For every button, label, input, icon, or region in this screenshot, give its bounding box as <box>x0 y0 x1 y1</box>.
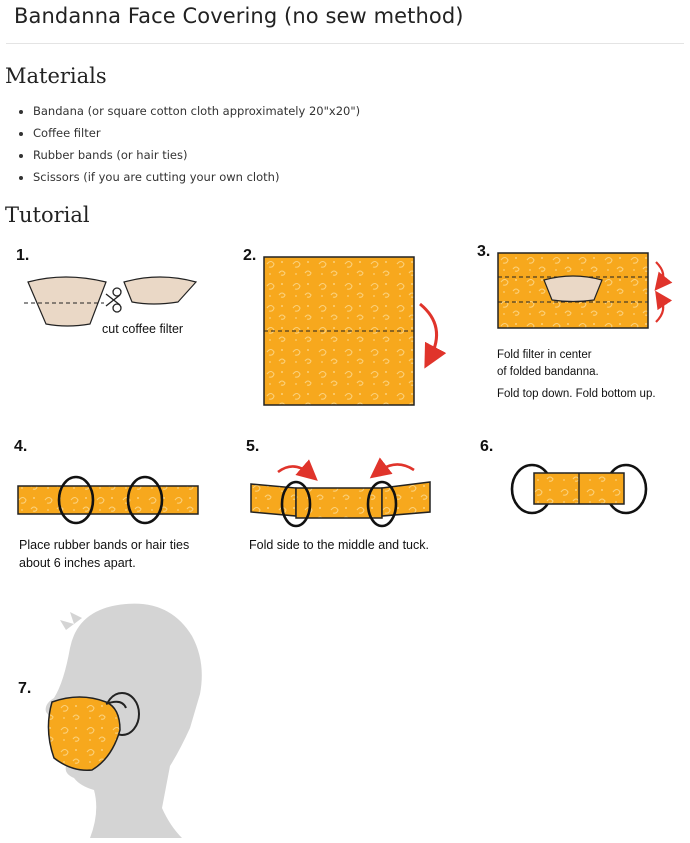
list-item: Rubber bands (or hair ties) <box>33 144 360 166</box>
materials-heading: Materials <box>5 64 107 88</box>
fold-bottom-arrow-icon <box>656 298 663 322</box>
step-6-number: 6. <box>480 438 493 456</box>
step-1-number: 1. <box>16 247 29 265</box>
step-3-caption-line-1: Fold filter in center <box>497 347 592 364</box>
step-3-caption-line-3: Fold top down. Fold bottom up. <box>497 386 656 403</box>
list-item: Scissors (if you are cutting your own cl… <box>33 166 360 188</box>
step-3-illustration <box>496 252 676 332</box>
scissors-icon <box>106 288 121 312</box>
list-item: Coffee filter <box>33 122 360 144</box>
step-6-illustration <box>504 462 654 518</box>
coffee-filter <box>544 276 602 302</box>
materials-list: Bandana (or square cotton cloth approxim… <box>16 100 360 188</box>
step-5-caption: Fold side to the middle and tuck. <box>249 536 429 554</box>
step-2-number: 2. <box>243 247 256 265</box>
title-divider <box>6 43 684 44</box>
fold-left-arrow-icon <box>378 464 414 472</box>
folded-strip <box>18 486 198 514</box>
page-title: Bandanna Face Covering (no sew method) <box>14 4 464 28</box>
coffee-filter-right-half <box>124 277 196 304</box>
step-7-illustration <box>30 590 220 840</box>
step-4-illustration <box>14 470 204 530</box>
step-5-illustration <box>248 458 438 530</box>
fold-top-arrow-icon <box>656 262 663 284</box>
list-item: Bandana (or square cotton cloth approxim… <box>33 100 360 122</box>
step-4-number: 4. <box>14 438 27 456</box>
left-flap <box>251 484 296 516</box>
step-5-number: 5. <box>246 438 259 456</box>
step-3-number: 3. <box>477 243 490 261</box>
right-flap <box>382 482 430 516</box>
step-1-caption: cut coffee filter <box>102 320 183 338</box>
step-4-caption-line-1: Place rubber bands or hair ties <box>19 536 189 554</box>
fold-down-arrow-icon <box>420 304 437 358</box>
tutorial-heading: Tutorial <box>5 203 90 227</box>
fold-right-arrow-icon <box>278 466 310 474</box>
step-4-caption-line-2: about 6 inches apart. <box>19 554 136 572</box>
step-3-caption-line-2: of folded bandanna. <box>497 364 599 381</box>
coffee-filter-left-half <box>28 277 106 326</box>
step-2-illustration <box>262 256 452 408</box>
